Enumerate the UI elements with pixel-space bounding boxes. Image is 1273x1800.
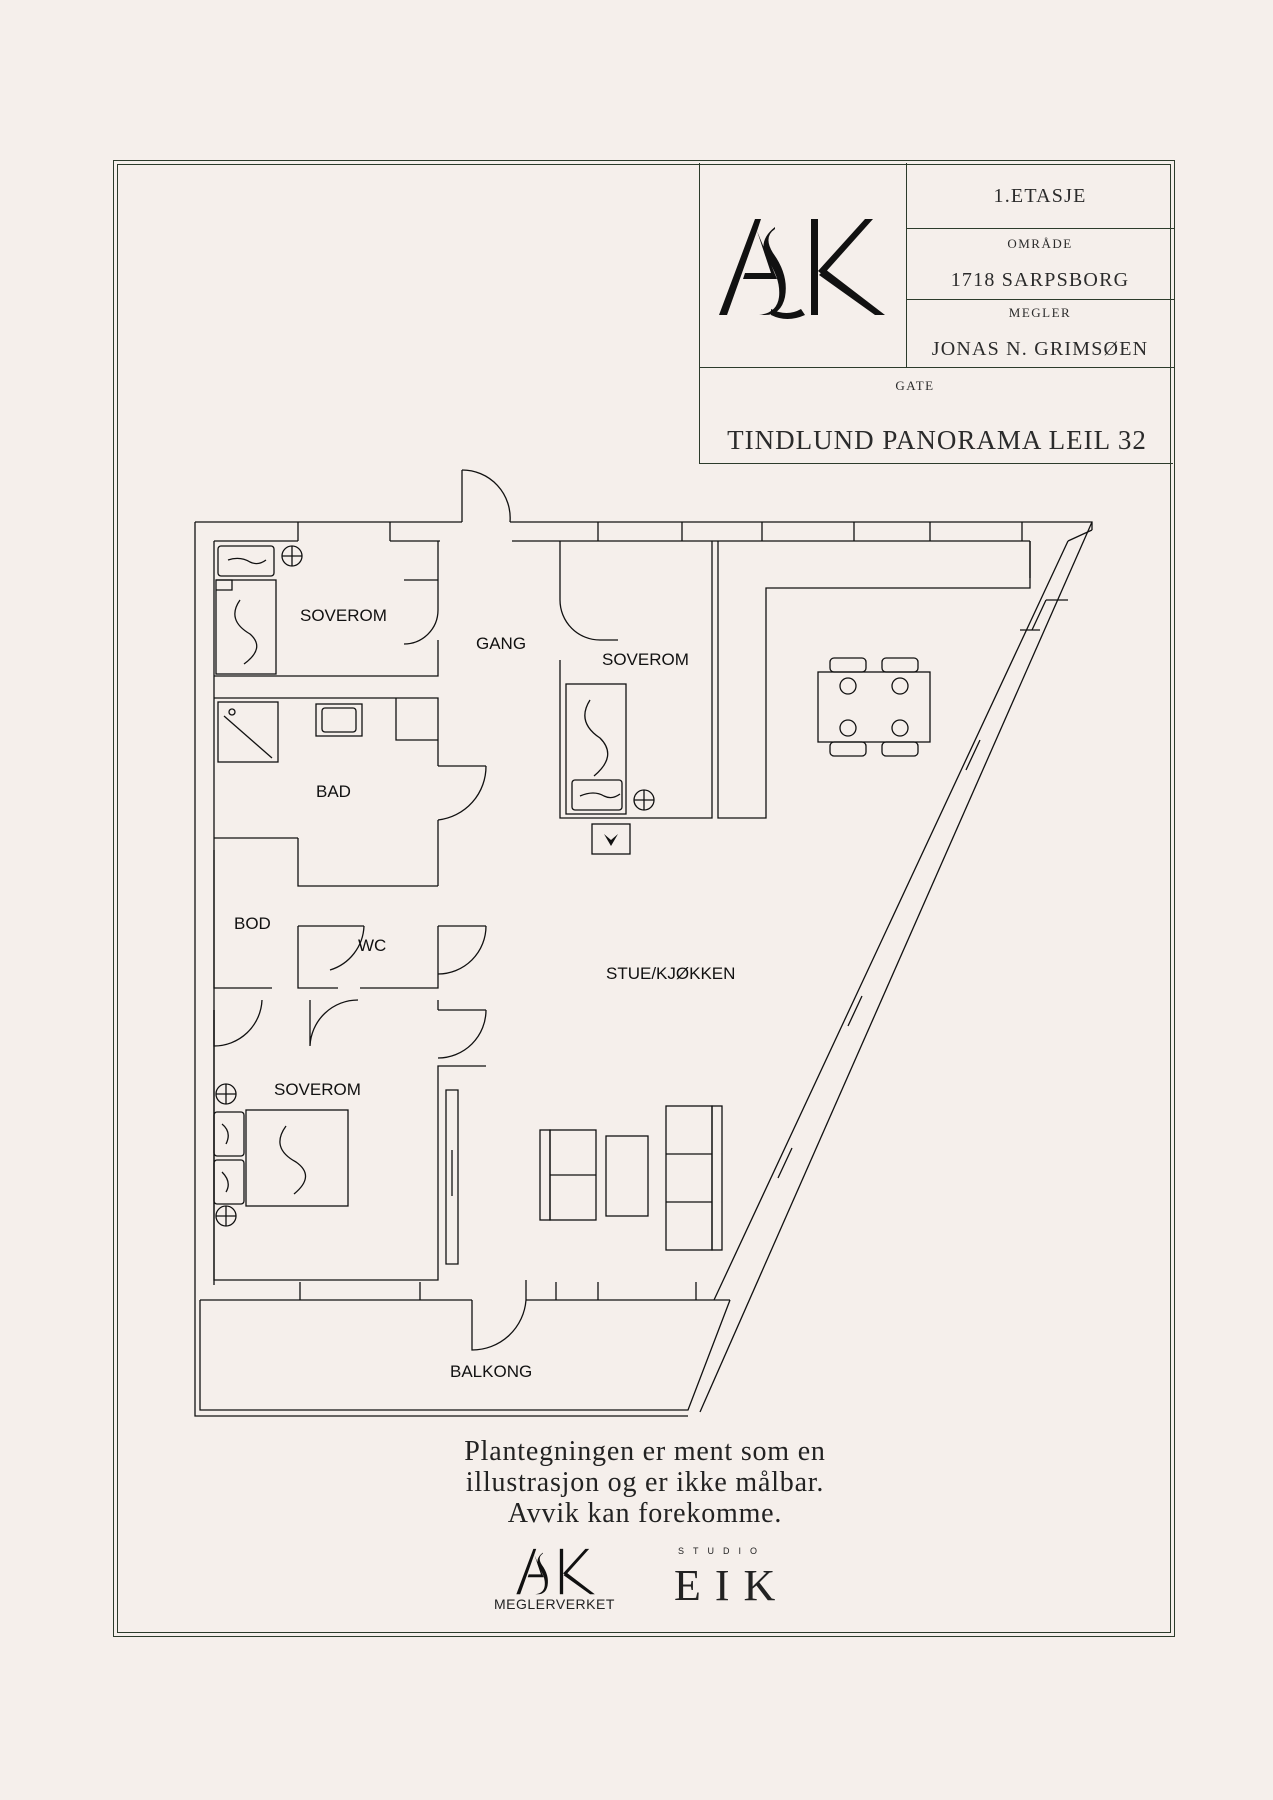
- room-label-gang: GANG: [476, 634, 527, 653]
- eik-logo: EIK: [674, 1561, 790, 1610]
- room-label-stue-kjokken: STUE/KJØKKEN: [606, 964, 736, 983]
- floor-value: 1.ETASJE: [993, 185, 1087, 207]
- street-value: TINDLUND PANORAMA LEIL 32: [727, 425, 1147, 455]
- room-label-bad: BAD: [316, 782, 351, 801]
- outer-frame: [113, 160, 1175, 1637]
- room-label-soverom-top-left: SOVEROM: [300, 606, 387, 625]
- area-label: OMRÅDE: [1007, 236, 1073, 251]
- inner-frame: [117, 164, 1171, 1633]
- title-block: 1.ETASJE OMRÅDE 1718 SARPSBORG MEGLER JO…: [699, 163, 1174, 464]
- room-label-soverom-top-mid: SOVEROM: [602, 650, 689, 669]
- area-value: 1718 SARPSBORG: [950, 269, 1130, 291]
- disclaimer: Plantegningen er ment som en illustrasjo…: [380, 1436, 910, 1529]
- disclaimer-line-3: Avvik kan forekomme.: [507, 1498, 783, 1529]
- room-label-soverom-lower: SOVEROM: [274, 1080, 361, 1099]
- room-label-wc: WC: [358, 936, 387, 955]
- ask-footer-logo: [516, 1548, 595, 1595]
- broker-value: JONAS N. GRIMSØEN: [931, 338, 1149, 360]
- street-label: GATE: [895, 378, 935, 393]
- ask-logo: [719, 219, 885, 319]
- oven-icon: [604, 834, 618, 846]
- studio-label: STUDIO: [678, 1546, 767, 1556]
- disclaimer-line-2: illustrasjon og er ikke målbar.: [465, 1467, 825, 1498]
- room-label-bod: BOD: [234, 914, 271, 933]
- room-label-balkong: BALKONG: [450, 1362, 533, 1381]
- broker-label: MEGLER: [1008, 305, 1072, 320]
- disclaimer-line-1: Plantegningen er ment som en: [464, 1436, 826, 1467]
- ask-footer-subtitle: MEGLERVERKET: [494, 1596, 615, 1612]
